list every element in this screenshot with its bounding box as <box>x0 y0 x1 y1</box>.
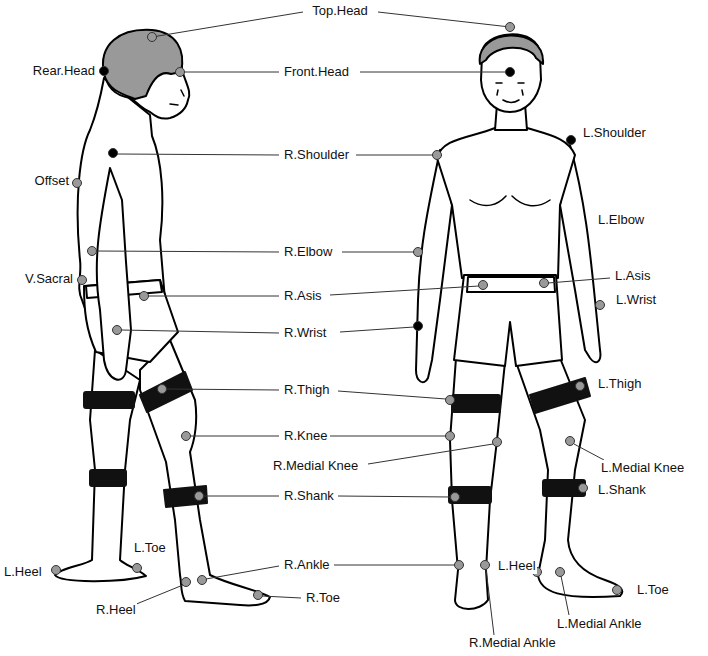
marker-label: V.Sacral <box>24 271 74 287</box>
marker-label: L.Medial Knee <box>600 460 685 476</box>
marker-label: L.Toe <box>636 582 670 598</box>
marker-label: L.Thigh <box>597 376 642 392</box>
marker-label: R.Wrist <box>283 325 327 341</box>
marker-label: L.Asis <box>614 268 651 284</box>
marker-label: R.Heel <box>95 602 137 618</box>
marker-label: R.Ankle <box>283 557 331 573</box>
marker-label: R.Thigh <box>283 382 331 398</box>
marker-label: R.Shoulder <box>283 147 350 163</box>
marker-label: R.Asis <box>283 288 323 304</box>
marker-label: R.Medial Ankle <box>468 635 557 651</box>
marker-label: L.Heel <box>497 558 537 574</box>
marker-label: Rear.Head <box>32 63 96 79</box>
marker-label: L.Heel <box>3 564 43 580</box>
marker-label: R.Elbow <box>283 244 333 260</box>
marker-label: R.Medial Knee <box>272 458 359 474</box>
marker-label: Front.Head <box>283 64 350 80</box>
marker-label: L.Medial Ankle <box>556 616 643 632</box>
marker-label: L.Shank <box>597 482 647 498</box>
marker-label: L.Wrist <box>615 292 657 308</box>
marker-label: R.Shank <box>283 488 335 504</box>
marker-label: R.Knee <box>283 428 328 444</box>
marker-label: L.Elbow <box>597 212 645 228</box>
marker-label: Offset <box>34 173 70 189</box>
marker-label: L.Shoulder <box>582 125 647 141</box>
marker-label: L.Toe <box>133 540 167 556</box>
marker-label: R.Toe <box>305 590 341 606</box>
marker-label: Top.Head <box>311 3 369 19</box>
